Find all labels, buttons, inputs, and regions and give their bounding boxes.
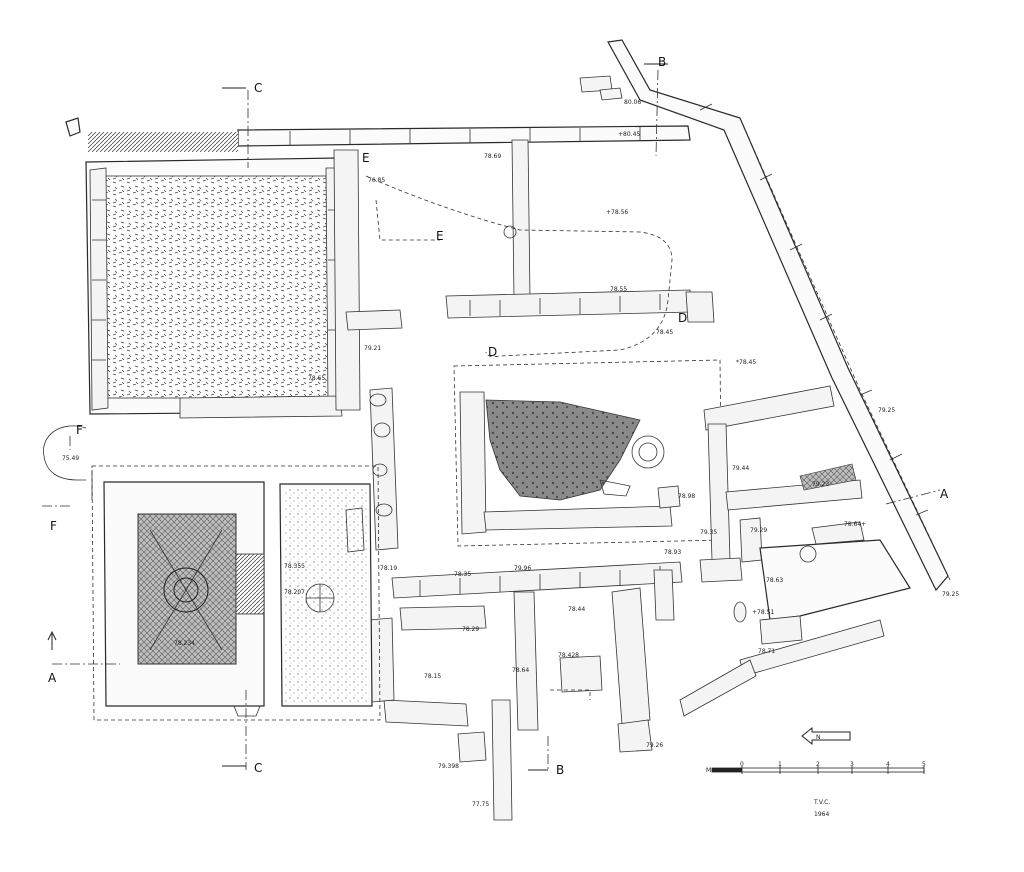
west-apse bbox=[43, 425, 93, 500]
section-lines bbox=[42, 63, 941, 771]
elevation-labels: 80.06 +80.45 78.69 +78.56 76.85 78.55 78… bbox=[62, 99, 959, 808]
credit-initials: T.V.C. bbox=[813, 799, 830, 806]
elevation-label: 78.65 bbox=[308, 375, 325, 382]
elevation-label: 78.19 bbox=[380, 565, 397, 572]
section-d-left: D bbox=[488, 345, 497, 359]
section-b-bottom: B bbox=[556, 763, 564, 777]
elevation-label: 79.35 bbox=[700, 529, 717, 536]
elevation-label: 78.207 bbox=[284, 589, 305, 596]
elevation-label: 75.49 bbox=[62, 455, 79, 462]
elevation-label: 78.428 bbox=[558, 652, 579, 659]
scale-tick: 2 bbox=[816, 761, 820, 768]
elevation-label: 79.25 bbox=[942, 591, 959, 598]
central-west-walls bbox=[333, 149, 403, 551]
elevation-label: 80.06 bbox=[624, 99, 641, 106]
elevation-label: 78.355 bbox=[284, 563, 305, 570]
elevation-label: 78.64 bbox=[512, 667, 529, 674]
elevation-label: 79.96 bbox=[514, 565, 531, 572]
north-outer-wall bbox=[65, 117, 691, 152]
east-rooms bbox=[699, 385, 911, 677]
elevation-label: *78.45 bbox=[736, 359, 756, 366]
elevation-label: 78.44 bbox=[568, 606, 585, 613]
elevation-label: 79.29 bbox=[750, 527, 767, 534]
northwest-pebble-room bbox=[85, 157, 343, 419]
elevation-label: +78.51 bbox=[752, 609, 774, 616]
elevation-label: 78.71 bbox=[758, 648, 775, 655]
elevation-label: 79.21 bbox=[364, 345, 381, 352]
elevation-label: 77.75 bbox=[472, 801, 489, 808]
scale-tick: 0 bbox=[740, 761, 744, 768]
elevation-label: 78.45 bbox=[656, 329, 673, 336]
scale-unit: M bbox=[706, 767, 711, 774]
elevation-label: 79.398 bbox=[438, 763, 459, 770]
east-outer-wall bbox=[579, 39, 951, 592]
section-c-top: C bbox=[254, 81, 262, 95]
elevation-label: 76.85 bbox=[368, 177, 385, 184]
central-mosaic-court bbox=[453, 359, 723, 547]
elevation-label: 78.69 bbox=[484, 153, 501, 160]
scale-tick: 4 bbox=[886, 761, 890, 768]
elevation-label: 79.44 bbox=[732, 465, 749, 472]
elevation-label: 78.93 bbox=[664, 549, 681, 556]
elevation-label: 78.234 bbox=[174, 640, 195, 647]
elevation-label: 78.55 bbox=[610, 286, 627, 293]
elevation-label: 79.26 bbox=[646, 742, 663, 749]
southwest-rooms bbox=[91, 465, 381, 721]
section-a-left: A bbox=[48, 671, 57, 685]
elevation-label: 78.98 bbox=[678, 493, 695, 500]
section-f-bottom: F bbox=[50, 519, 57, 533]
north-arrow: N bbox=[801, 726, 851, 746]
north-central-rooms bbox=[365, 139, 715, 357]
section-f-top: F bbox=[76, 423, 83, 437]
section-c-bottom: C bbox=[254, 761, 262, 775]
elevation-label: 78.64+ bbox=[844, 521, 866, 528]
elevation-label: 78.29 bbox=[462, 626, 479, 633]
north-arrow-letter: N bbox=[816, 734, 821, 741]
section-e-middle: E bbox=[436, 229, 444, 243]
scale-tick: 5 bbox=[922, 761, 926, 768]
elevation-label: 78.15 bbox=[424, 673, 441, 680]
section-b-top: B bbox=[658, 55, 666, 69]
elevation-label: +78.56 bbox=[606, 209, 628, 216]
section-a-right: A bbox=[940, 487, 949, 501]
section-d-right: D bbox=[678, 311, 687, 325]
elevation-label: 79.23 bbox=[812, 481, 829, 488]
elevation-label: +80.45 bbox=[618, 131, 640, 138]
elevation-label: 78.63 bbox=[766, 577, 783, 584]
scale-bar: M 0 1 2 3 4 5 bbox=[706, 761, 926, 774]
elevation-label: 79.25 bbox=[878, 407, 895, 414]
credit-year: 1964 bbox=[814, 811, 829, 818]
scale-tick: 3 bbox=[850, 761, 854, 768]
section-e-top: E bbox=[362, 151, 370, 165]
south-central-rooms bbox=[369, 561, 757, 821]
elevation-label: 78.35 bbox=[454, 571, 471, 578]
scale-tick: 1 bbox=[778, 761, 782, 768]
